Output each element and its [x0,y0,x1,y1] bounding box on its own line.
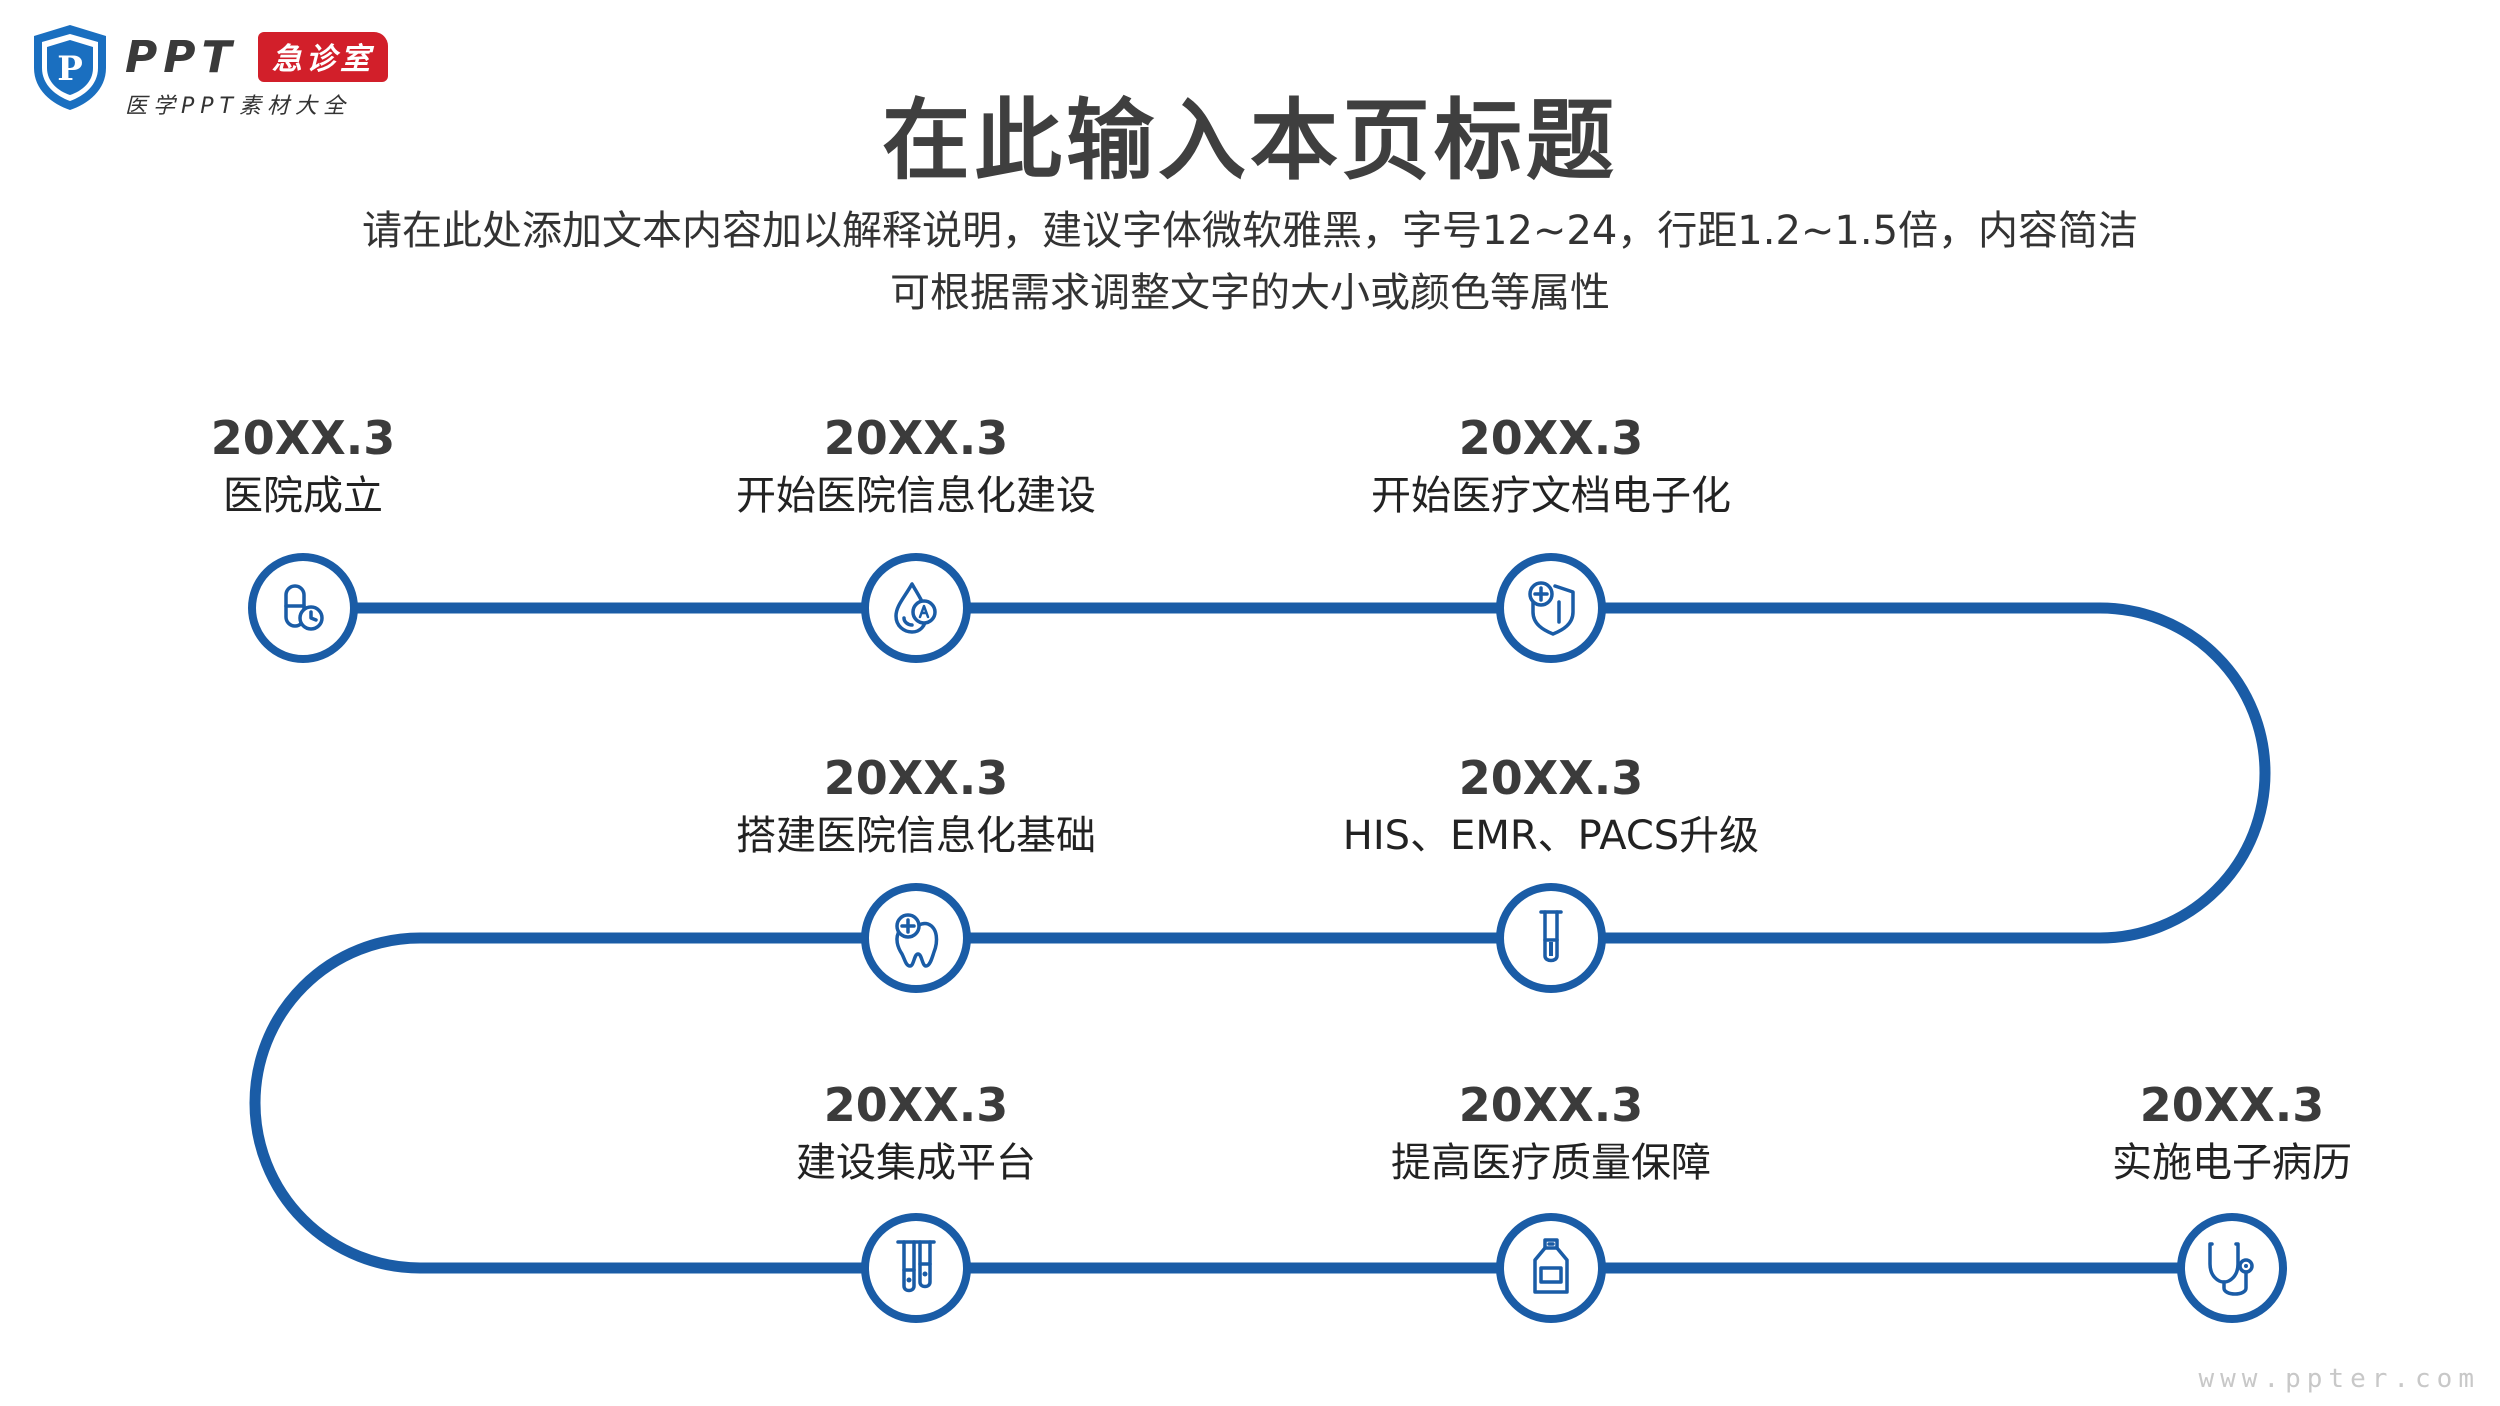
milestone-text: 建设集成平台 [796,1140,1036,1186]
milestone-text: 开始医疗文档电子化 [1371,473,1731,519]
milestone-date: 20XX.3 [2139,1078,2325,1132]
logo-shield-icon: P [34,25,106,110]
milestone-text: 医院成立 [223,473,383,519]
node-circle-3 [1496,553,1606,663]
node-circle-5 [861,883,971,993]
medicine-bottle-icon [1533,1238,1569,1294]
milestone-4: 20XX.3 HIS、EMR、PACS升级 [1201,748,1901,864]
pill-clock-icon [284,584,324,631]
subtitle-line-2: 可根据需求调整文字的大小或颜色等属性 [890,270,1610,316]
milestone-5: 20XX.3 搭建医院信息化基础 [566,748,1266,864]
blood-drop-icon [894,582,937,634]
milestone-text: HIS、EMR、PACS升级 [1342,813,1760,859]
milestone-6: 20XX.3 建设集成平台 [566,1075,1266,1191]
milestone-text: 搭建医院信息化基础 [736,813,1096,859]
page-subtitle: 请在此处添加文本内容加以解释说明，建议字体微软雅黑，字号12~24，行距1.2~… [250,200,2250,324]
milestone-date: 20XX.3 [1458,411,1644,465]
shield-plus-icon [1528,581,1575,636]
test-tubes-icon [896,1240,936,1293]
logo-badge: 急诊室 [258,32,388,82]
watermark: www.ppter.com [2198,1364,2480,1394]
node-circle-8 [2177,1213,2287,1323]
node-circle-6 [861,1213,971,1323]
milestone-date: 20XX.3 [823,411,1009,465]
node-circle-4 [1496,883,1606,993]
logo: P PPT 急诊室 医学PPT素材大全 [30,22,430,119]
subtitle-line-1: 请在此处添加文本内容加以解释说明，建议字体微软雅黑，字号12~24，行距1.2~… [361,208,2139,254]
page-title: 在此输入本页标题 [881,89,1618,192]
milestone-text: 提高医疗质量保障 [1391,1140,1711,1186]
milestone-date: 20XX.3 [1458,751,1644,805]
milestone-date: 20XX.3 [823,751,1009,805]
logo-brand: PPT [125,32,238,83]
milestone-text: 开始医院信息化建设 [736,473,1096,519]
test-tube-icon [1539,910,1563,963]
milestone-text: 实施电子病历 [2112,1140,2352,1186]
logo-subtitle: 医学PPT素材大全 [125,94,351,119]
logo-mark: P [57,49,83,89]
milestone-1: 20XX.3 医院成立 [0,408,653,524]
milestone-3: 20XX.3 开始医疗文档电子化 [1201,408,1901,524]
milestone-7: 20XX.3 提高医疗质量保障 [1201,1075,1901,1191]
tooth-plus-icon [895,913,939,968]
milestone-date: 20XX.3 [210,411,396,465]
milestone-date: 20XX.3 [1458,1078,1644,1132]
stethoscope-icon [2208,1242,2254,1296]
milestone-2: 20XX.3 开始医院信息化建设 [566,408,1266,524]
milestone-8: 20XX.3 实施电子病历 [1882,1075,2500,1191]
milestone-date: 20XX.3 [823,1078,1009,1132]
